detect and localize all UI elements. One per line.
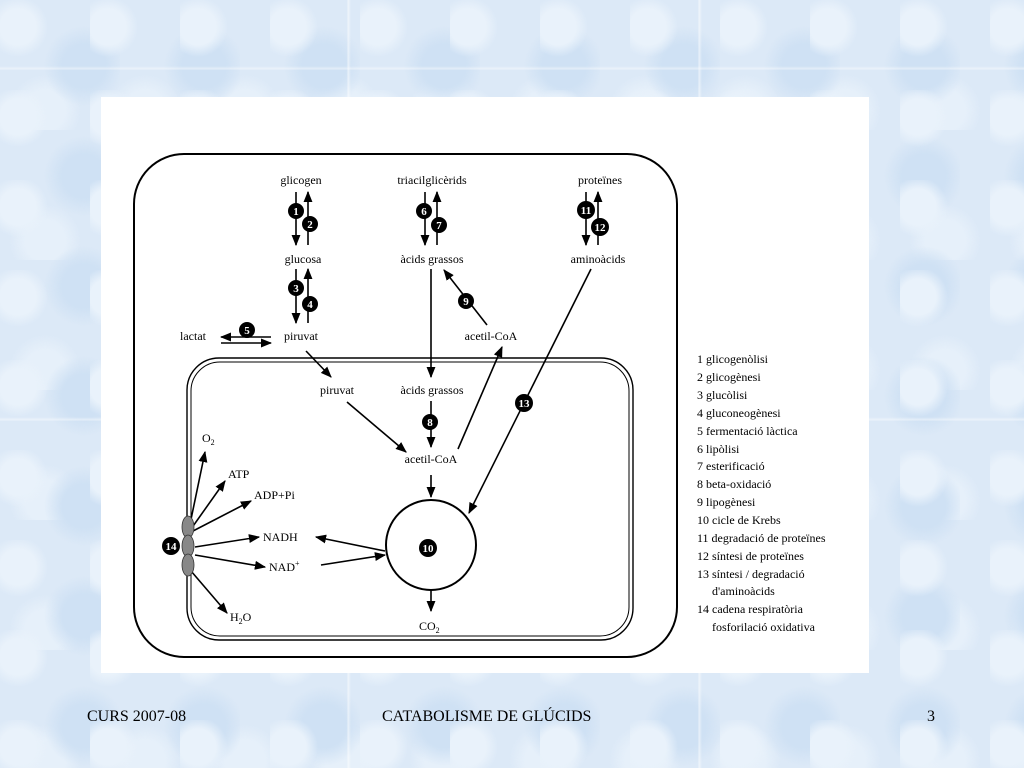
legend-item: 13 síntesi / degradació	[697, 567, 805, 581]
legend-item: 4 gluconeogènesi	[697, 406, 781, 420]
label-acids-grassos-top: àcids grassos	[401, 252, 464, 266]
label-glicogen: glicogen	[280, 173, 321, 187]
arrow-nad-to-krebs	[320, 552, 387, 566]
legend-item: 3 glucòlisi	[697, 388, 748, 402]
label-acetil-coa-mito: acetil-CoA	[405, 452, 458, 466]
label-acids-grassos-mito: àcids grassos	[401, 383, 464, 397]
arrow-nadh-chain	[194, 534, 261, 548]
legend-item: 12 síntesi de proteïnes	[697, 549, 804, 563]
legend-item: 5 fermentació làctica	[697, 424, 798, 438]
footer-page-number: 3	[927, 708, 935, 725]
label-lactat: lactat	[180, 329, 207, 343]
diagram-panel: glicogen triacilglicèrids proteïnes gluc…	[101, 97, 869, 673]
label-triacilglicerids: triacilglicèrids	[397, 173, 467, 187]
legend-item: 8 beta-oxidació	[697, 477, 771, 491]
step-4: 4	[307, 299, 313, 311]
cell-membrane	[133, 153, 678, 658]
legend-item: 14 cadena respiratòria	[697, 602, 804, 616]
step-markers: 1 2 3 4 5 6 7 8 9 10 11 12 13 14	[162, 201, 609, 557]
legend-item: 11 degradació de proteïnes	[697, 531, 826, 545]
legend-item: 7 esterificació	[697, 459, 765, 473]
step-1: 1	[293, 206, 299, 218]
footer-course: CURS 2007-08	[87, 708, 187, 725]
label-glucosa: glucosa	[285, 252, 322, 266]
step-13: 13	[519, 398, 531, 410]
label-co2: CO2	[419, 619, 440, 635]
label-o2: O2	[202, 431, 215, 447]
step-14: 14	[166, 541, 178, 553]
legend: 1 glicogenòlisi 2 glicogènesi 3 glucòlis…	[697, 352, 826, 634]
arrow-pyruvate-to-acetyl	[346, 401, 407, 453]
step-7: 7	[436, 220, 442, 232]
krebs-cycle-circle	[385, 499, 477, 591]
step-12: 12	[595, 222, 607, 234]
step-9: 9	[463, 296, 469, 308]
label-nadh: NADH	[263, 530, 298, 544]
arrow-acetyl-export	[457, 345, 503, 450]
step-6: 6	[421, 206, 427, 218]
legend-item: 2 glicogènesi	[697, 370, 761, 384]
step-11: 11	[581, 205, 591, 217]
label-piruvat-top: piruvat	[284, 329, 319, 343]
legend-item: 10 cicle de Krebs	[697, 513, 781, 527]
legend-item: 1 glicogenòlisi	[697, 352, 769, 366]
metabolism-diagram: glicogen triacilglicèrids proteïnes gluc…	[133, 153, 826, 658]
step-5: 5	[244, 325, 250, 337]
arrow-h2o	[190, 570, 228, 614]
legend-item: d'aminoàcids	[712, 584, 775, 598]
label-aminoacids: aminoàcids	[571, 252, 626, 266]
arrow-atp	[190, 480, 226, 530]
mitochondrion-outer-membrane	[186, 357, 634, 641]
label-atp: ATP	[228, 467, 250, 481]
legend-item: 9 lipogènesi	[697, 495, 756, 509]
footer-title: CATABOLISME DE GLÚCIDS	[382, 708, 592, 725]
label-proteines: proteïnes	[578, 173, 622, 187]
label-nad: NAD+	[269, 559, 300, 574]
legend-item: fosforilació oxidativa	[712, 620, 816, 634]
arrow-13	[468, 268, 592, 515]
legend-item: 6 lipòlisi	[697, 442, 740, 456]
step-8: 8	[427, 417, 433, 429]
arrow-adp	[192, 500, 252, 532]
arrow-krebs-to-nadh	[314, 534, 386, 552]
respiratory-chain	[181, 515, 195, 577]
step-10: 10	[423, 543, 435, 555]
arrow-o2	[188, 450, 208, 530]
arrow-pyruvate-transport	[305, 350, 332, 378]
label-adp-pi: ADP+Pi	[254, 488, 295, 502]
mitochondrion-inner-membrane	[190, 361, 630, 637]
label-piruvat-mito: piruvat	[320, 383, 355, 397]
label-h2o: H2O	[230, 610, 252, 626]
arrow-nad-chain	[194, 554, 267, 570]
step-3: 3	[293, 283, 299, 295]
step-2: 2	[307, 219, 313, 231]
pathway-arrows	[188, 190, 603, 614]
label-acetil-coa-top: acetil-CoA	[465, 329, 518, 343]
